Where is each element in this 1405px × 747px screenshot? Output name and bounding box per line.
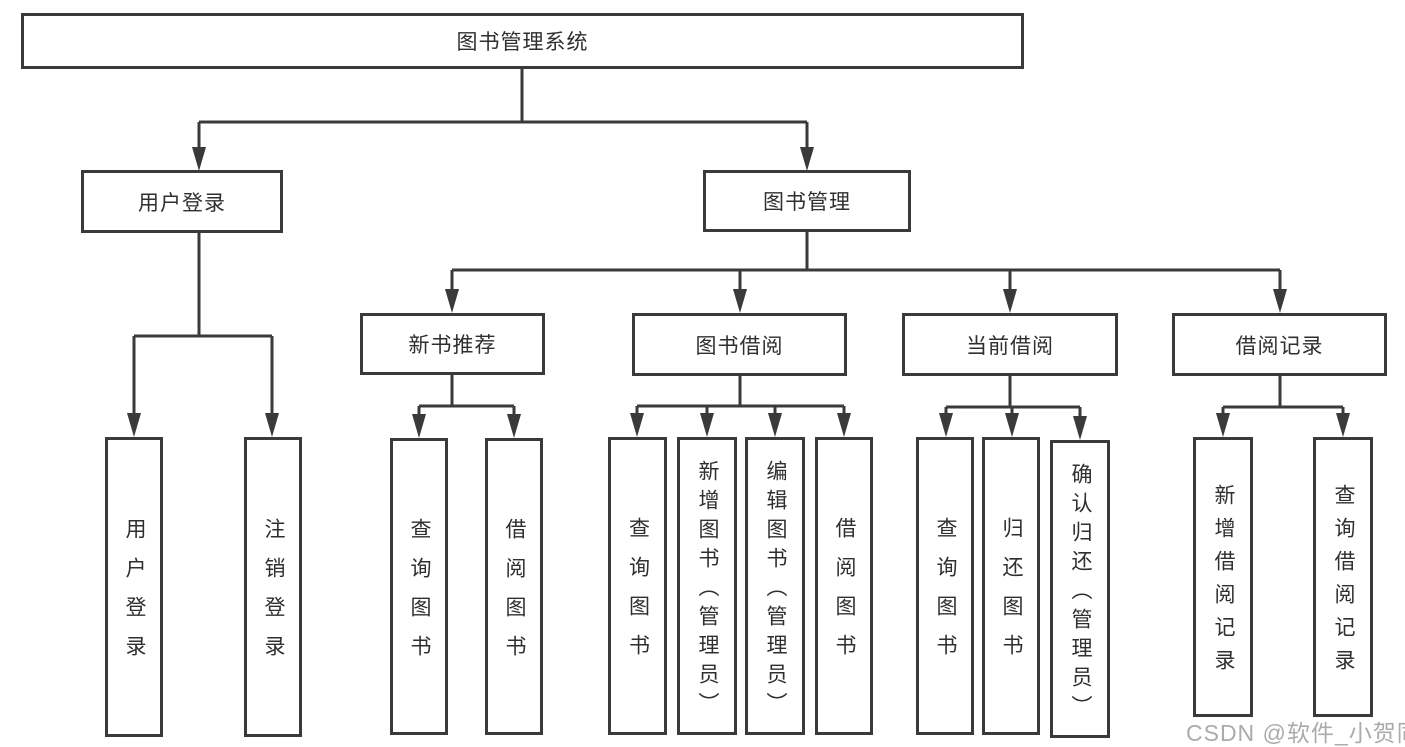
node-leaf-query-books-borrow-label: 查询图书 xyxy=(626,517,650,673)
node-leaf-borrow-books-recommend-label: 借阅图书 xyxy=(503,517,526,674)
node-leaf-confirm-return-admin: 确认归还（管理员） xyxy=(1050,440,1110,738)
node-leaf-query-borrow-record-label: 查询借阅记录 xyxy=(1332,484,1355,682)
node-leaf-logout-label: 注销登录 xyxy=(262,518,285,674)
node-leaf-add-borrow-record-label: 新增借阅记录 xyxy=(1212,484,1235,682)
node-library-management-system: 图书管理系统 xyxy=(21,13,1024,69)
node-leaf-edit-books-admin: 编辑图书（管理员） xyxy=(745,437,805,735)
node-user-login-branch: 用户登录 xyxy=(81,170,283,233)
node-leaf-return-books: 归还图书 xyxy=(982,437,1040,735)
node-new-book-recommendation: 新书推荐 xyxy=(360,313,545,375)
node-leaf-query-borrow-record: 查询借阅记录 xyxy=(1313,437,1373,717)
node-leaf-borrow-books-label: 借阅图书 xyxy=(833,517,856,673)
node-leaf-user-login: 用户登录 xyxy=(105,437,163,737)
node-leaf-query-books-recommend: 查询图书 xyxy=(390,438,448,735)
node-current-borrowing: 当前借阅 xyxy=(902,313,1118,376)
csdn-watermark: CSDN @软件_小贺同学 xyxy=(1186,720,1405,746)
node-leaf-query-books-recommend-label: 查询图书 xyxy=(408,517,431,674)
node-book-borrowing: 图书借阅 xyxy=(632,313,847,376)
node-borrowing-records: 借阅记录 xyxy=(1172,313,1387,376)
node-leaf-query-books-current: 查询图书 xyxy=(916,437,974,735)
node-leaf-borrow-books-recommend: 借阅图书 xyxy=(485,438,543,735)
node-leaf-query-books-borrow: 查询图书 xyxy=(608,437,667,735)
node-leaf-confirm-return-admin-label: 确认归还（管理员） xyxy=(1069,462,1092,724)
node-leaf-add-books-admin-label: 新增图书（管理员） xyxy=(696,459,719,721)
node-leaf-add-books-admin: 新增图书（管理员） xyxy=(677,437,737,735)
node-leaf-return-books-label: 归还图书 xyxy=(1000,517,1023,673)
node-leaf-logout: 注销登录 xyxy=(244,437,302,737)
node-leaf-query-books-current-label: 查询图书 xyxy=(934,517,957,673)
node-leaf-add-borrow-record: 新增借阅记录 xyxy=(1193,437,1253,717)
node-leaf-edit-books-admin-label: 编辑图书（管理员） xyxy=(764,459,787,721)
node-leaf-borrow-books: 借阅图书 xyxy=(815,437,873,735)
node-book-management-branch: 图书管理 xyxy=(703,170,911,232)
node-leaf-user-login-label: 用户登录 xyxy=(123,518,146,674)
